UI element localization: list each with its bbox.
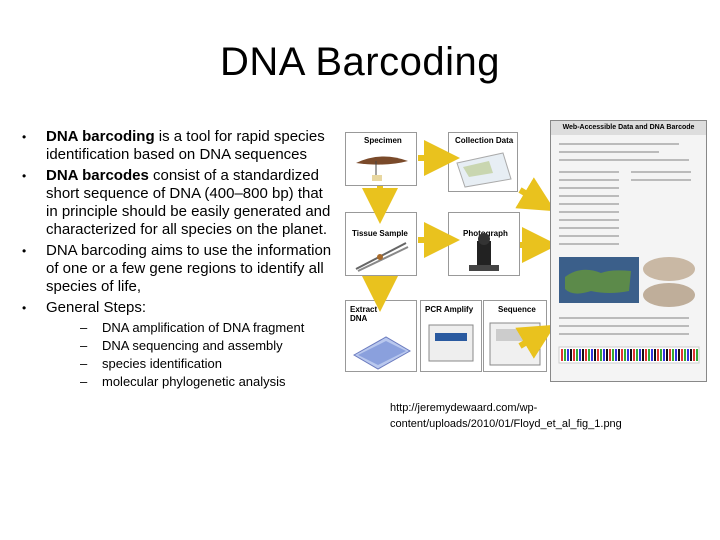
barcode-bar (633, 349, 635, 361)
barcode-bar (561, 349, 563, 361)
barcode-bar (645, 349, 647, 361)
barcode-bar (669, 349, 671, 361)
bullet-dot-icon: • (22, 169, 27, 183)
bullet-text: consist of a standardized short sequence… (46, 167, 331, 238)
barcoding-workflow-figure: Specimen Collection Data Tissue Sample P… (340, 120, 708, 382)
barcode-bar (600, 349, 602, 361)
specimen-label: Specimen (364, 136, 402, 145)
sequence-label: Sequence (498, 305, 536, 314)
barcode-bar (678, 349, 680, 361)
barcode-bar (684, 349, 686, 361)
specimen-panel: Specimen (345, 132, 417, 186)
step-item: –molecular phylogenetic analysis (80, 374, 286, 389)
bullet-item: • General Steps: –DNA amplification of D… (22, 299, 332, 391)
barcode-strip-icon (558, 346, 700, 364)
barcode-bar (603, 349, 605, 361)
barcode-bar (609, 349, 611, 361)
barcode-bar (675, 349, 677, 361)
step-text: DNA amplification of DNA fragment (102, 320, 305, 335)
image-source-caption: http://jeremydewaard.com/wp-content/uplo… (390, 402, 622, 430)
pcr-machine-icon (428, 324, 474, 362)
step-item: –DNA amplification of DNA fragment (80, 320, 305, 335)
barcode-bar (627, 349, 629, 361)
tweezers-icon (355, 242, 409, 272)
tissue-label: Tissue Sample (352, 229, 408, 238)
barcode-bar (672, 349, 674, 361)
barcode-bar (639, 349, 641, 361)
map-collection-icon (456, 152, 512, 188)
plate-icon (352, 336, 412, 370)
barcode-bar (642, 349, 644, 361)
barcode-bar (693, 349, 695, 361)
barcode-bar (579, 349, 581, 361)
map-and-moths-icon (559, 257, 695, 307)
barcode-bar (612, 349, 614, 361)
barcode-bar (588, 349, 590, 361)
web-data-card: Web-Accessible Data and DNA Barcode (550, 120, 707, 382)
bullet-list: • DNA barcoding is a tool for rapid spec… (22, 128, 332, 394)
step-item: –DNA sequencing and assembly (80, 338, 283, 353)
barcode-bar (651, 349, 653, 361)
web-card-title: Web-Accessible Data and DNA Barcode (551, 121, 706, 135)
pcr-label: PCR Amplify (425, 305, 474, 314)
step-text: molecular phylogenetic analysis (102, 374, 286, 389)
barcode-bar (618, 349, 620, 361)
camera-microscope-icon (469, 233, 499, 271)
barcode-bar (696, 349, 698, 361)
barcode-bar (648, 349, 650, 361)
barcode-bar (591, 349, 593, 361)
barcode-bar (657, 349, 659, 361)
bullet-item: • DNA barcoding aims to use the informat… (22, 242, 332, 296)
barcode-bar (567, 349, 569, 361)
bullet-bold: DNA barcodes (46, 167, 149, 184)
barcode-bar (570, 349, 572, 361)
barcode-bar (576, 349, 578, 361)
barcode-bar (621, 349, 623, 361)
barcode-bar (564, 349, 566, 361)
barcode-bar (654, 349, 656, 361)
bullet-item: • DNA barcoding is a tool for rapid spec… (22, 128, 332, 164)
barcode-bar (585, 349, 587, 361)
barcode-bar (594, 349, 596, 361)
step-item: –species identification (80, 356, 222, 371)
pcr-panel: PCR Amplify (420, 300, 482, 372)
barcode-bar (660, 349, 662, 361)
barcode-bar (582, 349, 584, 361)
steps-list: –DNA amplification of DNA fragment –DNA … (46, 319, 332, 391)
barcode-bar (573, 349, 575, 361)
barcode-bar (606, 349, 608, 361)
slide-title: DNA Barcoding (220, 40, 500, 84)
barcode-bar (687, 349, 689, 361)
bullet-text: is a tool for rapid species identificati… (46, 128, 325, 163)
bullet-dot-icon: • (22, 244, 27, 258)
barcode-bar (630, 349, 632, 361)
barcode-bar (597, 349, 599, 361)
bullet-item: • DNA barcodes consist of a standardized… (22, 167, 332, 239)
bullet-text: DNA barcoding aims to use the informatio… (46, 242, 332, 295)
bullet-bold: DNA barcoding (46, 128, 155, 145)
moth-specimen-icon (356, 156, 408, 181)
bullet-dot-icon: • (22, 301, 27, 315)
barcode-bar (681, 349, 683, 361)
barcode-bar (663, 349, 665, 361)
collection-label: Collection Data (455, 136, 514, 145)
barcode-bar (636, 349, 638, 361)
bullet-dot-icon: • (22, 130, 27, 144)
bullet-text: General Steps: (46, 299, 147, 316)
barcode-bar (615, 349, 617, 361)
barcode-bar (690, 349, 692, 361)
step-text: species identification (102, 356, 222, 371)
workflow-arrows (362, 140, 558, 359)
barcode-bar (666, 349, 668, 361)
barcode-bar (624, 349, 626, 361)
step-text: DNA sequencing and assembly (102, 338, 283, 353)
